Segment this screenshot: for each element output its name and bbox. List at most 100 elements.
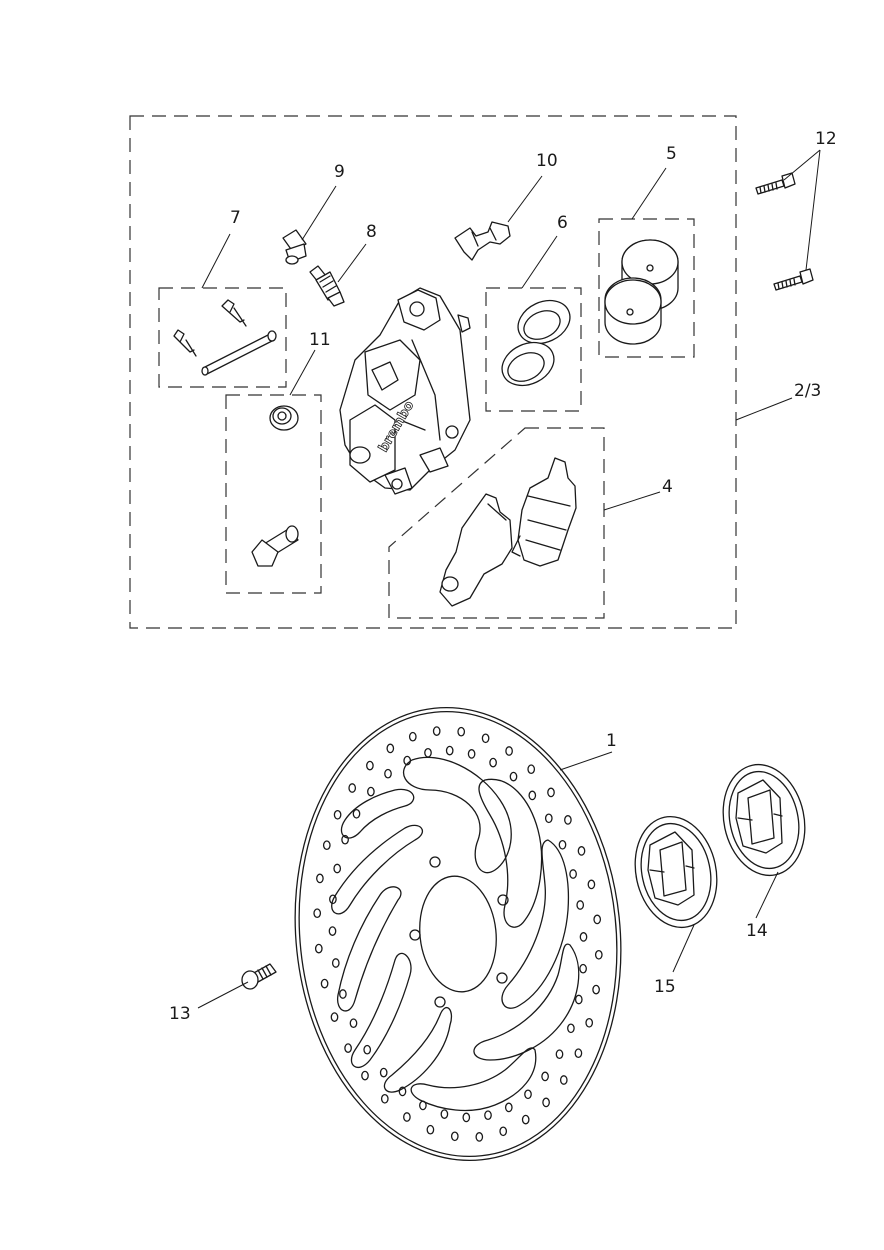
drill-hole xyxy=(585,1017,594,1028)
drill-hole xyxy=(592,984,600,995)
drill-hole xyxy=(398,1086,407,1097)
drill-hole xyxy=(541,1071,549,1082)
drill-hole xyxy=(555,1049,564,1060)
dust-boot xyxy=(269,405,299,431)
drill-hole xyxy=(361,1070,369,1081)
caliper-pin-bolt xyxy=(251,525,299,567)
drill-hole xyxy=(484,1110,492,1121)
drill-hole xyxy=(559,1075,568,1085)
drill-hole xyxy=(366,760,374,771)
bleed-cap xyxy=(282,229,307,265)
callout-12: 12 xyxy=(815,129,837,149)
callout-7: 7 xyxy=(230,208,241,228)
drill-hole xyxy=(403,755,412,766)
pistons xyxy=(604,239,679,345)
callout-9: 9 xyxy=(334,162,345,182)
drill-hole xyxy=(569,869,577,879)
drill-hole xyxy=(384,768,392,779)
drill-hole xyxy=(322,840,331,851)
brake-pad-front xyxy=(511,457,577,567)
callout-5: 5 xyxy=(666,144,677,164)
callout-4: 4 xyxy=(662,477,673,497)
drill-hole xyxy=(579,963,587,974)
drill-hole xyxy=(577,846,586,856)
caliper-bolt-upper xyxy=(755,172,796,195)
drill-hole xyxy=(432,726,441,736)
pad-pin xyxy=(201,330,277,376)
drill-hole xyxy=(587,879,596,890)
drill-hole xyxy=(450,1131,459,1142)
drill-hole xyxy=(333,863,342,874)
drill-hole xyxy=(567,1023,575,1034)
drill-hole xyxy=(333,809,342,820)
drill-hole xyxy=(339,989,347,999)
drill-hole xyxy=(579,932,588,942)
drill-hole xyxy=(558,839,567,850)
bleed-kit-group-outline xyxy=(225,394,322,594)
drill-hole xyxy=(445,745,454,756)
disc-carrier-outer xyxy=(722,763,806,877)
drill-hole xyxy=(424,747,432,758)
leader-lines xyxy=(197,149,821,1009)
drill-hole xyxy=(380,1093,389,1104)
callout-1: 1 xyxy=(606,731,617,751)
callout-11: 11 xyxy=(309,330,331,350)
callout-10: 10 xyxy=(536,151,558,171)
piston-kit-group-outline xyxy=(598,218,695,358)
callout-13: 13 xyxy=(169,1004,191,1024)
callout-8: 8 xyxy=(366,222,377,242)
drill-hole xyxy=(403,1112,411,1122)
callout-2-3: 2/3 xyxy=(794,381,821,401)
drill-hole xyxy=(504,1102,513,1113)
caliper-bolt-lower xyxy=(773,268,814,291)
brake-disc xyxy=(294,706,622,1162)
drill-hole xyxy=(564,815,572,825)
drill-hole xyxy=(316,873,324,884)
drill-hole xyxy=(313,908,322,919)
drill-hole xyxy=(467,749,476,759)
drill-hole xyxy=(547,787,555,798)
callout-15: 15 xyxy=(654,977,676,997)
callout-14: 14 xyxy=(746,921,768,941)
pin-clip-right xyxy=(221,299,247,327)
drill-hole xyxy=(527,764,536,775)
drill-hole xyxy=(462,1112,471,1123)
drill-hole xyxy=(330,1012,339,1022)
drill-hole xyxy=(528,790,537,801)
drill-hole xyxy=(379,1067,388,1078)
drill-hole xyxy=(544,813,553,824)
drill-hole xyxy=(475,1132,484,1142)
drill-hole xyxy=(489,757,497,768)
drill-hole xyxy=(509,771,518,782)
drill-hole xyxy=(576,900,585,910)
drill-hole xyxy=(457,726,466,737)
drill-hole xyxy=(341,834,349,845)
disc-drill-holes xyxy=(313,726,603,1142)
drill-hole xyxy=(386,743,395,754)
drill-hole xyxy=(481,733,490,744)
drill-hole xyxy=(593,914,602,925)
seal-kit-group-outline xyxy=(485,287,582,412)
drill-hole xyxy=(328,926,337,936)
drill-hole xyxy=(349,1018,358,1029)
drill-hole xyxy=(574,994,583,1005)
piston-seals xyxy=(501,299,571,387)
drill-hole xyxy=(574,1048,583,1059)
drill-hole xyxy=(542,1097,550,1108)
drill-hole xyxy=(440,1109,449,1119)
pad-kit-group-outline xyxy=(388,427,605,619)
drill-hole xyxy=(521,1114,530,1125)
pin-kit-group-outline xyxy=(158,287,287,388)
drill-hole xyxy=(314,943,323,954)
drill-hole xyxy=(344,1043,352,1053)
brake-caliper: brembo xyxy=(339,287,471,495)
drill-hole xyxy=(348,783,357,793)
drill-hole xyxy=(329,894,337,905)
disc-bolt xyxy=(241,963,277,990)
drill-hole xyxy=(320,978,329,989)
disc-carrier-inner xyxy=(634,815,718,929)
caliper-assembly-group-outline xyxy=(129,115,737,629)
callout-6: 6 xyxy=(557,213,568,233)
pad-spring xyxy=(454,221,511,261)
drill-hole xyxy=(331,958,340,968)
